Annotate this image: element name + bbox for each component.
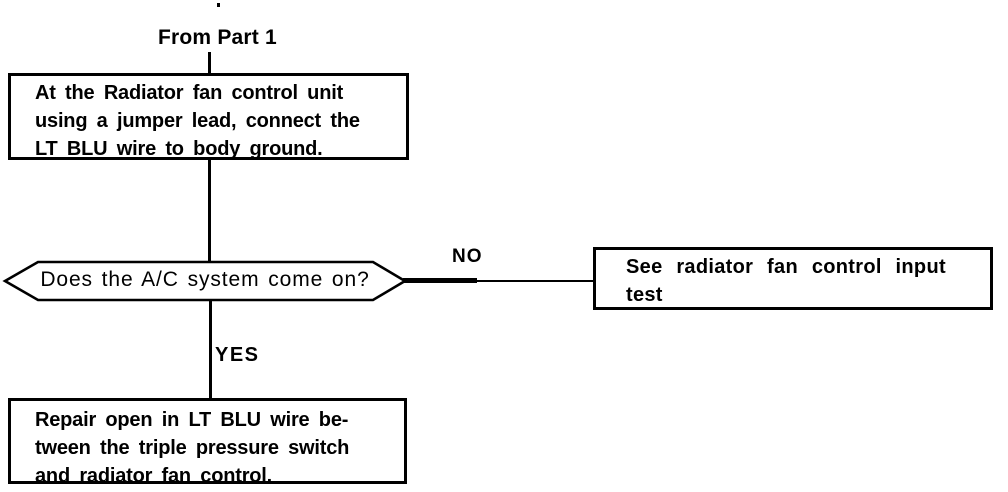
connector-decision-to-yes-result xyxy=(209,299,212,398)
connector-step1-to-decision xyxy=(208,160,211,263)
entry-label: From Part 1 xyxy=(158,26,277,49)
scan-artifact-dot xyxy=(217,3,220,7)
branch-label-no: NO xyxy=(452,246,483,267)
process-box-yes-result: Repair open in LT BLU wire be- tween the… xyxy=(8,398,407,487)
process-box-no-result-line: test xyxy=(626,284,663,306)
process-box-step1: At the Radiator fan control unit using a… xyxy=(8,73,409,160)
process-box-yes-result-line: Repair open in LT BLU wire be- xyxy=(35,409,349,431)
process-box-step1-line: using a jumper lead, connect the xyxy=(35,110,360,132)
process-box-step1-line: At the Radiator fan control unit xyxy=(35,82,344,104)
process-box-yes-result-line: tween the triple pressure switch xyxy=(35,437,350,459)
process-box-yes-result-line: and radiator fan control. xyxy=(35,465,273,487)
decision-question: Does the A/C system come on? xyxy=(40,268,370,291)
process-box-no-result-line: See radiator fan control input xyxy=(626,256,946,278)
process-box-step1-line: LT BLU wire to body ground. xyxy=(35,138,323,160)
connector-no-thick-segment xyxy=(403,278,477,283)
connector-no-thin-segment xyxy=(477,280,595,282)
connector-entry-to-step1 xyxy=(208,52,211,73)
branch-label-yes: YES xyxy=(215,344,260,366)
process-box-no-result: See radiator fan control input test xyxy=(593,247,993,310)
